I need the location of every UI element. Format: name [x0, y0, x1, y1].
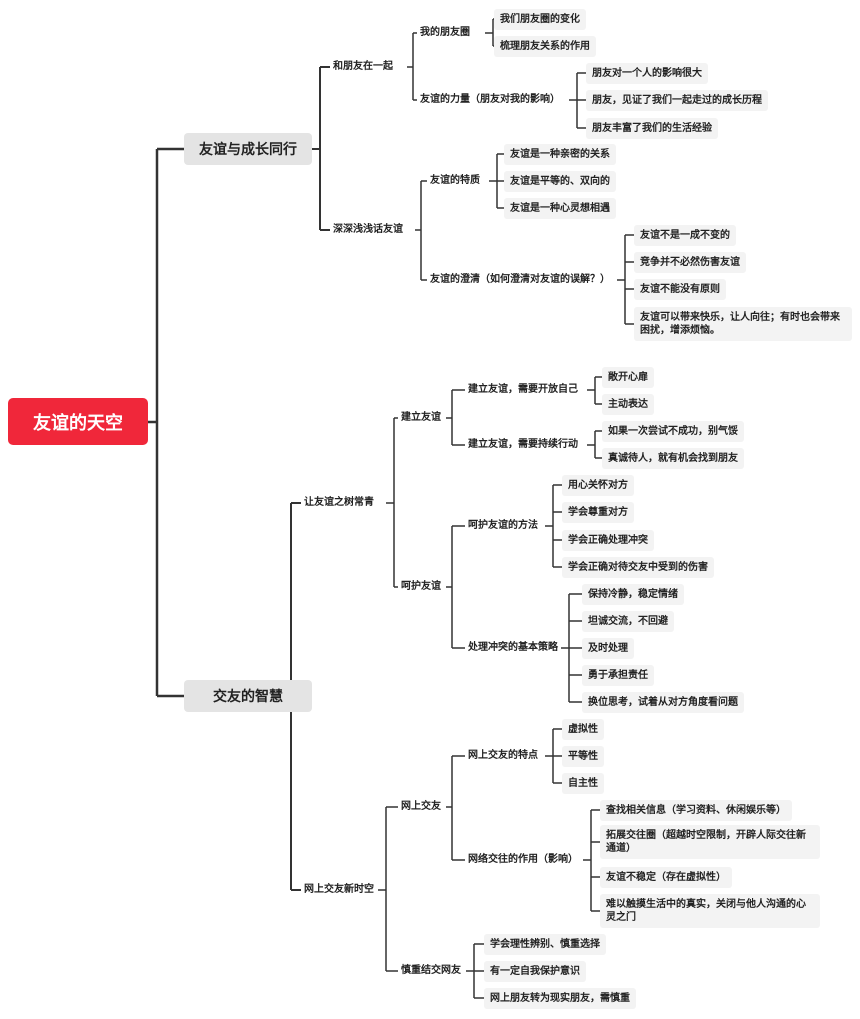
- leaf-topic: 学会理性辨别、慎重选择: [484, 933, 606, 955]
- mid-topic: 慎重结交网友: [401, 965, 461, 976]
- leaf-topic: 学会正确对待交友中受到的伤害: [562, 556, 714, 578]
- leaf-topic: 平等性: [562, 745, 604, 767]
- leaf-topic: 及时处理: [582, 637, 634, 659]
- leaf-topic: 朋友对一个人的影响很大: [586, 62, 708, 84]
- group-topic: 网络交往的作用（影响）: [468, 854, 578, 865]
- root-topic: 友谊的天空: [8, 398, 148, 445]
- group-topic: 处理冲突的基本策略: [468, 642, 558, 653]
- leaf-topic: 勇于承担责任: [582, 664, 654, 686]
- leaf-topic: 如果一次尝试不成功，别气馁: [602, 420, 744, 442]
- group-topic: 建立友谊，需要开放自己: [468, 384, 578, 395]
- leaf-topic: 友谊是平等的、双向的: [504, 170, 616, 192]
- mid-topic: 网上交友: [401, 801, 441, 812]
- leaf-topic: 友谊是一种心灵想相遇: [504, 197, 616, 219]
- main-topic: 友谊与成长同行: [184, 133, 312, 165]
- leaf-topic: 朋友丰富了我们的生活经验: [586, 117, 718, 139]
- leaf-topic: 友谊不是一成不变的: [634, 224, 736, 246]
- leaf-topic: 友谊可以带来快乐，让人向往；有时也会带来困扰，增添烦恼。: [634, 307, 852, 341]
- leaf-topic: 友谊不能没有原则: [634, 278, 726, 300]
- group-topic: 友谊的力量（朋友对我的影响）: [420, 94, 560, 105]
- group-topic: 网上交友的特点: [468, 750, 538, 761]
- group-topic: 我的朋友圈: [420, 27, 470, 38]
- leaf-topic: 真诚待人，就有机会找到朋友: [602, 447, 744, 469]
- mid-topic: 呵护友谊: [401, 581, 441, 592]
- group-topic: 友谊的特质: [430, 175, 480, 186]
- leaf-topic: 友谊是一种亲密的关系: [504, 143, 616, 165]
- group-topic: 友谊的澄清（如何澄清对友谊的误解？）: [430, 274, 610, 285]
- leaf-topic: 拓展交往圈（超越时空限制，开辟人际交往新通道）: [600, 825, 820, 859]
- leaf-topic: 我们朋友圈的变化: [494, 8, 586, 30]
- group-topic: 建立友谊，需要持续行动: [468, 439, 578, 450]
- leaf-topic: 竞争并不必然伤害友谊: [634, 251, 746, 273]
- leaf-topic: 难以触摸生活中的真实，关闭与他人沟通的心灵之门: [600, 894, 820, 928]
- leaf-topic: 保持冷静，稳定情绪: [582, 583, 684, 605]
- leaf-topic: 网上朋友转为现实朋友，需慎重: [484, 987, 636, 1009]
- mid-topic: 建立友谊: [401, 412, 441, 423]
- leaf-topic: 有一定自我保护意识: [484, 960, 586, 982]
- leaf-topic: 敞开心扉: [602, 366, 654, 388]
- leaf-topic: 用心关怀对方: [562, 474, 634, 496]
- leaf-topic: 梳理朋友关系的作用: [494, 35, 596, 57]
- sub-topic: 和朋友在一起: [333, 61, 393, 72]
- group-topic: 呵护友谊的方法: [468, 520, 538, 531]
- sub-topic: 网上交友新时空: [304, 884, 374, 895]
- main-topic: 交友的智慧: [184, 680, 312, 712]
- leaf-topic: 友谊不稳定（存在虚拟性）: [600, 866, 732, 888]
- leaf-topic: 学会尊重对方: [562, 501, 634, 523]
- leaf-topic: 坦诚交流，不回避: [582, 610, 674, 632]
- leaf-topic: 换位思考，试着从对方角度看问题: [582, 691, 744, 713]
- leaf-topic: 自主性: [562, 772, 604, 794]
- leaf-topic: 朋友，见证了我们一起走过的成长历程: [586, 89, 768, 111]
- leaf-topic: 主动表达: [602, 393, 654, 415]
- sub-topic: 让友谊之树常青: [304, 497, 374, 508]
- leaf-topic: 学会正确处理冲突: [562, 529, 654, 551]
- leaf-topic: 虚拟性: [562, 718, 604, 740]
- sub-topic: 深深浅浅话友谊: [333, 224, 403, 235]
- leaf-topic: 查找相关信息（学习资料、休闲娱乐等）: [600, 799, 792, 821]
